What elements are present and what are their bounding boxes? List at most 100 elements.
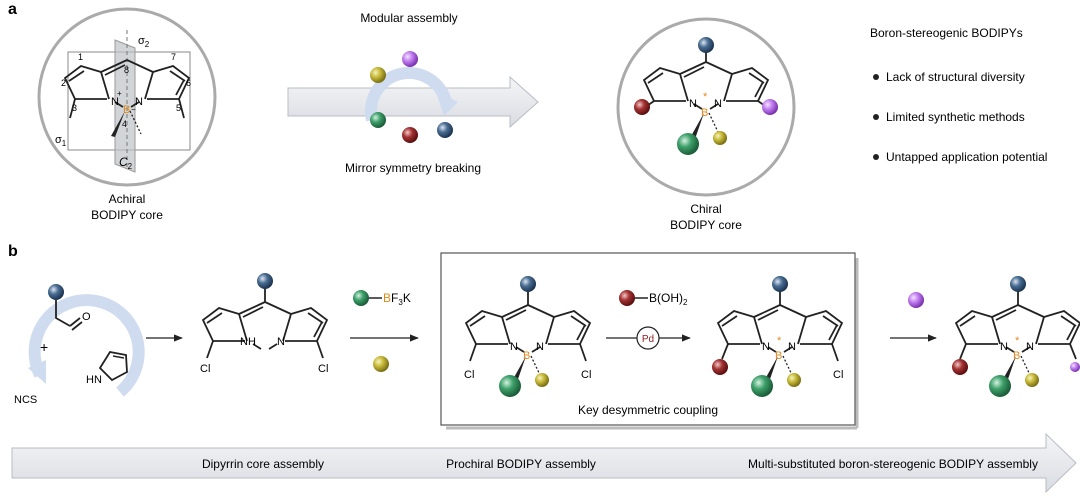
aldehyde-o: O bbox=[82, 311, 91, 323]
chiral-purple-ball bbox=[762, 99, 778, 115]
prochiral-cl-left: Cl bbox=[464, 369, 474, 381]
bullet-dot-1 bbox=[873, 74, 879, 80]
bullet-item-1: Lack of structural diversity bbox=[886, 70, 1025, 84]
box-caption: Key desymmetric coupling bbox=[578, 403, 718, 417]
prochiral-cl-right: Cl bbox=[581, 369, 591, 381]
final-bodipy bbox=[955, 291, 1080, 382]
prochiral-olive-ball bbox=[535, 373, 549, 387]
position-4: 4 bbox=[122, 119, 127, 129]
left-core-circle bbox=[37, 7, 217, 187]
pd-catalyst-circle bbox=[636, 326, 660, 350]
coupled-n-left: N bbox=[762, 341, 770, 353]
dipyrrin-n: N bbox=[277, 336, 285, 348]
ncs-label: NCS bbox=[14, 394, 37, 406]
final-n-right: N bbox=[1026, 341, 1034, 353]
modular-assembly-label: Modular assembly bbox=[360, 11, 457, 25]
overall-process-arrow bbox=[11, 432, 1077, 494]
bullet-item-2: Limited synthetic methods bbox=[886, 110, 1025, 124]
coupled-blue-ball bbox=[772, 276, 788, 292]
dipyrrin-structure bbox=[202, 288, 328, 359]
cycle-arrow bbox=[364, 66, 452, 122]
coupled-green-ball bbox=[751, 375, 773, 397]
olive-ball bbox=[370, 67, 386, 83]
final-red-ball bbox=[952, 359, 968, 375]
reagent-olive-ball bbox=[373, 356, 389, 372]
dipyrrin-cl-left: Cl bbox=[200, 363, 210, 375]
c2-label: C2 bbox=[119, 155, 133, 171]
panel-b-label: b bbox=[8, 243, 18, 260]
dipyrrin-cl-right: Cl bbox=[318, 363, 328, 375]
start-cycle-arrow bbox=[28, 294, 145, 397]
stereocenter-star: * bbox=[703, 91, 708, 103]
achiral-caption-line2: BODIPY core bbox=[91, 208, 163, 222]
red-ball bbox=[402, 127, 418, 143]
green-ball bbox=[370, 112, 386, 128]
panel-a-label: a bbox=[8, 1, 17, 18]
cycle-arrowhead bbox=[436, 92, 458, 116]
final-green-ball bbox=[989, 375, 1011, 397]
purple-ball bbox=[402, 51, 418, 67]
coupled-bodipy bbox=[717, 291, 843, 382]
boronic-acid-label: B(OH)2 bbox=[649, 291, 688, 307]
bullet-dot-2 bbox=[873, 114, 879, 120]
stage-prochiral-bodipy: Prochiral BODIPY assembly bbox=[446, 457, 596, 471]
chiral-olive-ball bbox=[713, 131, 727, 145]
chiral-caption-line1: Chiral bbox=[690, 202, 721, 216]
atom-n-left: N bbox=[111, 96, 119, 108]
aldehyde-blue-ball bbox=[48, 284, 64, 300]
bullet-item-3: Untapped application potential bbox=[886, 150, 1047, 164]
sigma1-plane bbox=[67, 51, 191, 151]
prochiral-bodipy bbox=[465, 291, 591, 382]
chiral-caption-line2: BODIPY core bbox=[670, 218, 742, 232]
dipyrrin-nh: NH bbox=[240, 336, 256, 348]
coupled-red-ball bbox=[712, 359, 728, 375]
final-reagent-purple-ball bbox=[908, 292, 924, 308]
coupled-n-right: N bbox=[788, 341, 796, 353]
position-6: 6 bbox=[186, 78, 191, 88]
final-star: * bbox=[1015, 335, 1020, 347]
position-7: 7 bbox=[171, 52, 176, 62]
atom-b: B bbox=[123, 104, 130, 116]
bullet-dot-3 bbox=[873, 154, 879, 160]
achiral-bodipy-core: N N B + − 1 2 3 4 5 6 7 8 σ1 σ2 C2 bbox=[37, 7, 217, 187]
stage-multi-substituted: Multi-substituted boron-stereogenic BODI… bbox=[748, 457, 1038, 471]
start-cycle-arrowhead bbox=[28, 360, 46, 384]
boronic-acid-red-ball bbox=[619, 290, 635, 306]
chiral-meso-blue-ball bbox=[698, 37, 714, 53]
pyrrole-hn: HN bbox=[86, 374, 102, 386]
final-olive-ball bbox=[1025, 373, 1039, 387]
final-blue-ball bbox=[1010, 276, 1026, 292]
position-8: 8 bbox=[124, 65, 129, 75]
sigma1-label: σ1 bbox=[55, 134, 67, 148]
sigma2-plane bbox=[114, 39, 136, 173]
coupled-olive-ball bbox=[787, 373, 801, 387]
coupled-b: B bbox=[775, 350, 782, 362]
pyrrole-ring bbox=[98, 351, 128, 382]
chiral-bodipy-core: N N B * bbox=[616, 17, 796, 197]
position-3: 3 bbox=[72, 103, 77, 113]
position-1: 1 bbox=[78, 52, 83, 62]
panel-a-process-arrow bbox=[287, 75, 539, 129]
atom-n-right: N bbox=[135, 96, 143, 108]
mirror-symmetry-label: Mirror symmetry breaking bbox=[345, 161, 481, 175]
plus-sign: + bbox=[40, 339, 48, 355]
bf3k-label: BF3K bbox=[383, 291, 411, 307]
prochiral-blue-ball bbox=[520, 276, 536, 292]
right-core-circle bbox=[616, 17, 796, 197]
prochiral-b: B bbox=[523, 350, 530, 362]
position-5: 5 bbox=[176, 103, 181, 113]
final-purple-ball bbox=[1070, 362, 1080, 372]
charge-minus: − bbox=[131, 105, 136, 114]
prochiral-green-ball bbox=[499, 375, 521, 397]
coupled-cl: Cl bbox=[833, 369, 843, 381]
blue-ball bbox=[437, 122, 453, 138]
chiral-atom-n-right: N bbox=[714, 98, 722, 110]
stage-dipyrrin-core: Dipyrrin core assembly bbox=[202, 457, 324, 471]
pd-label: Pd bbox=[642, 334, 654, 345]
prochiral-n-right: N bbox=[536, 341, 544, 353]
achiral-caption-line1: Achiral bbox=[109, 192, 146, 206]
coupled-star: * bbox=[777, 335, 782, 347]
starting-materials: O + HN NCS bbox=[14, 284, 145, 406]
charge-plus: + bbox=[117, 89, 122, 98]
